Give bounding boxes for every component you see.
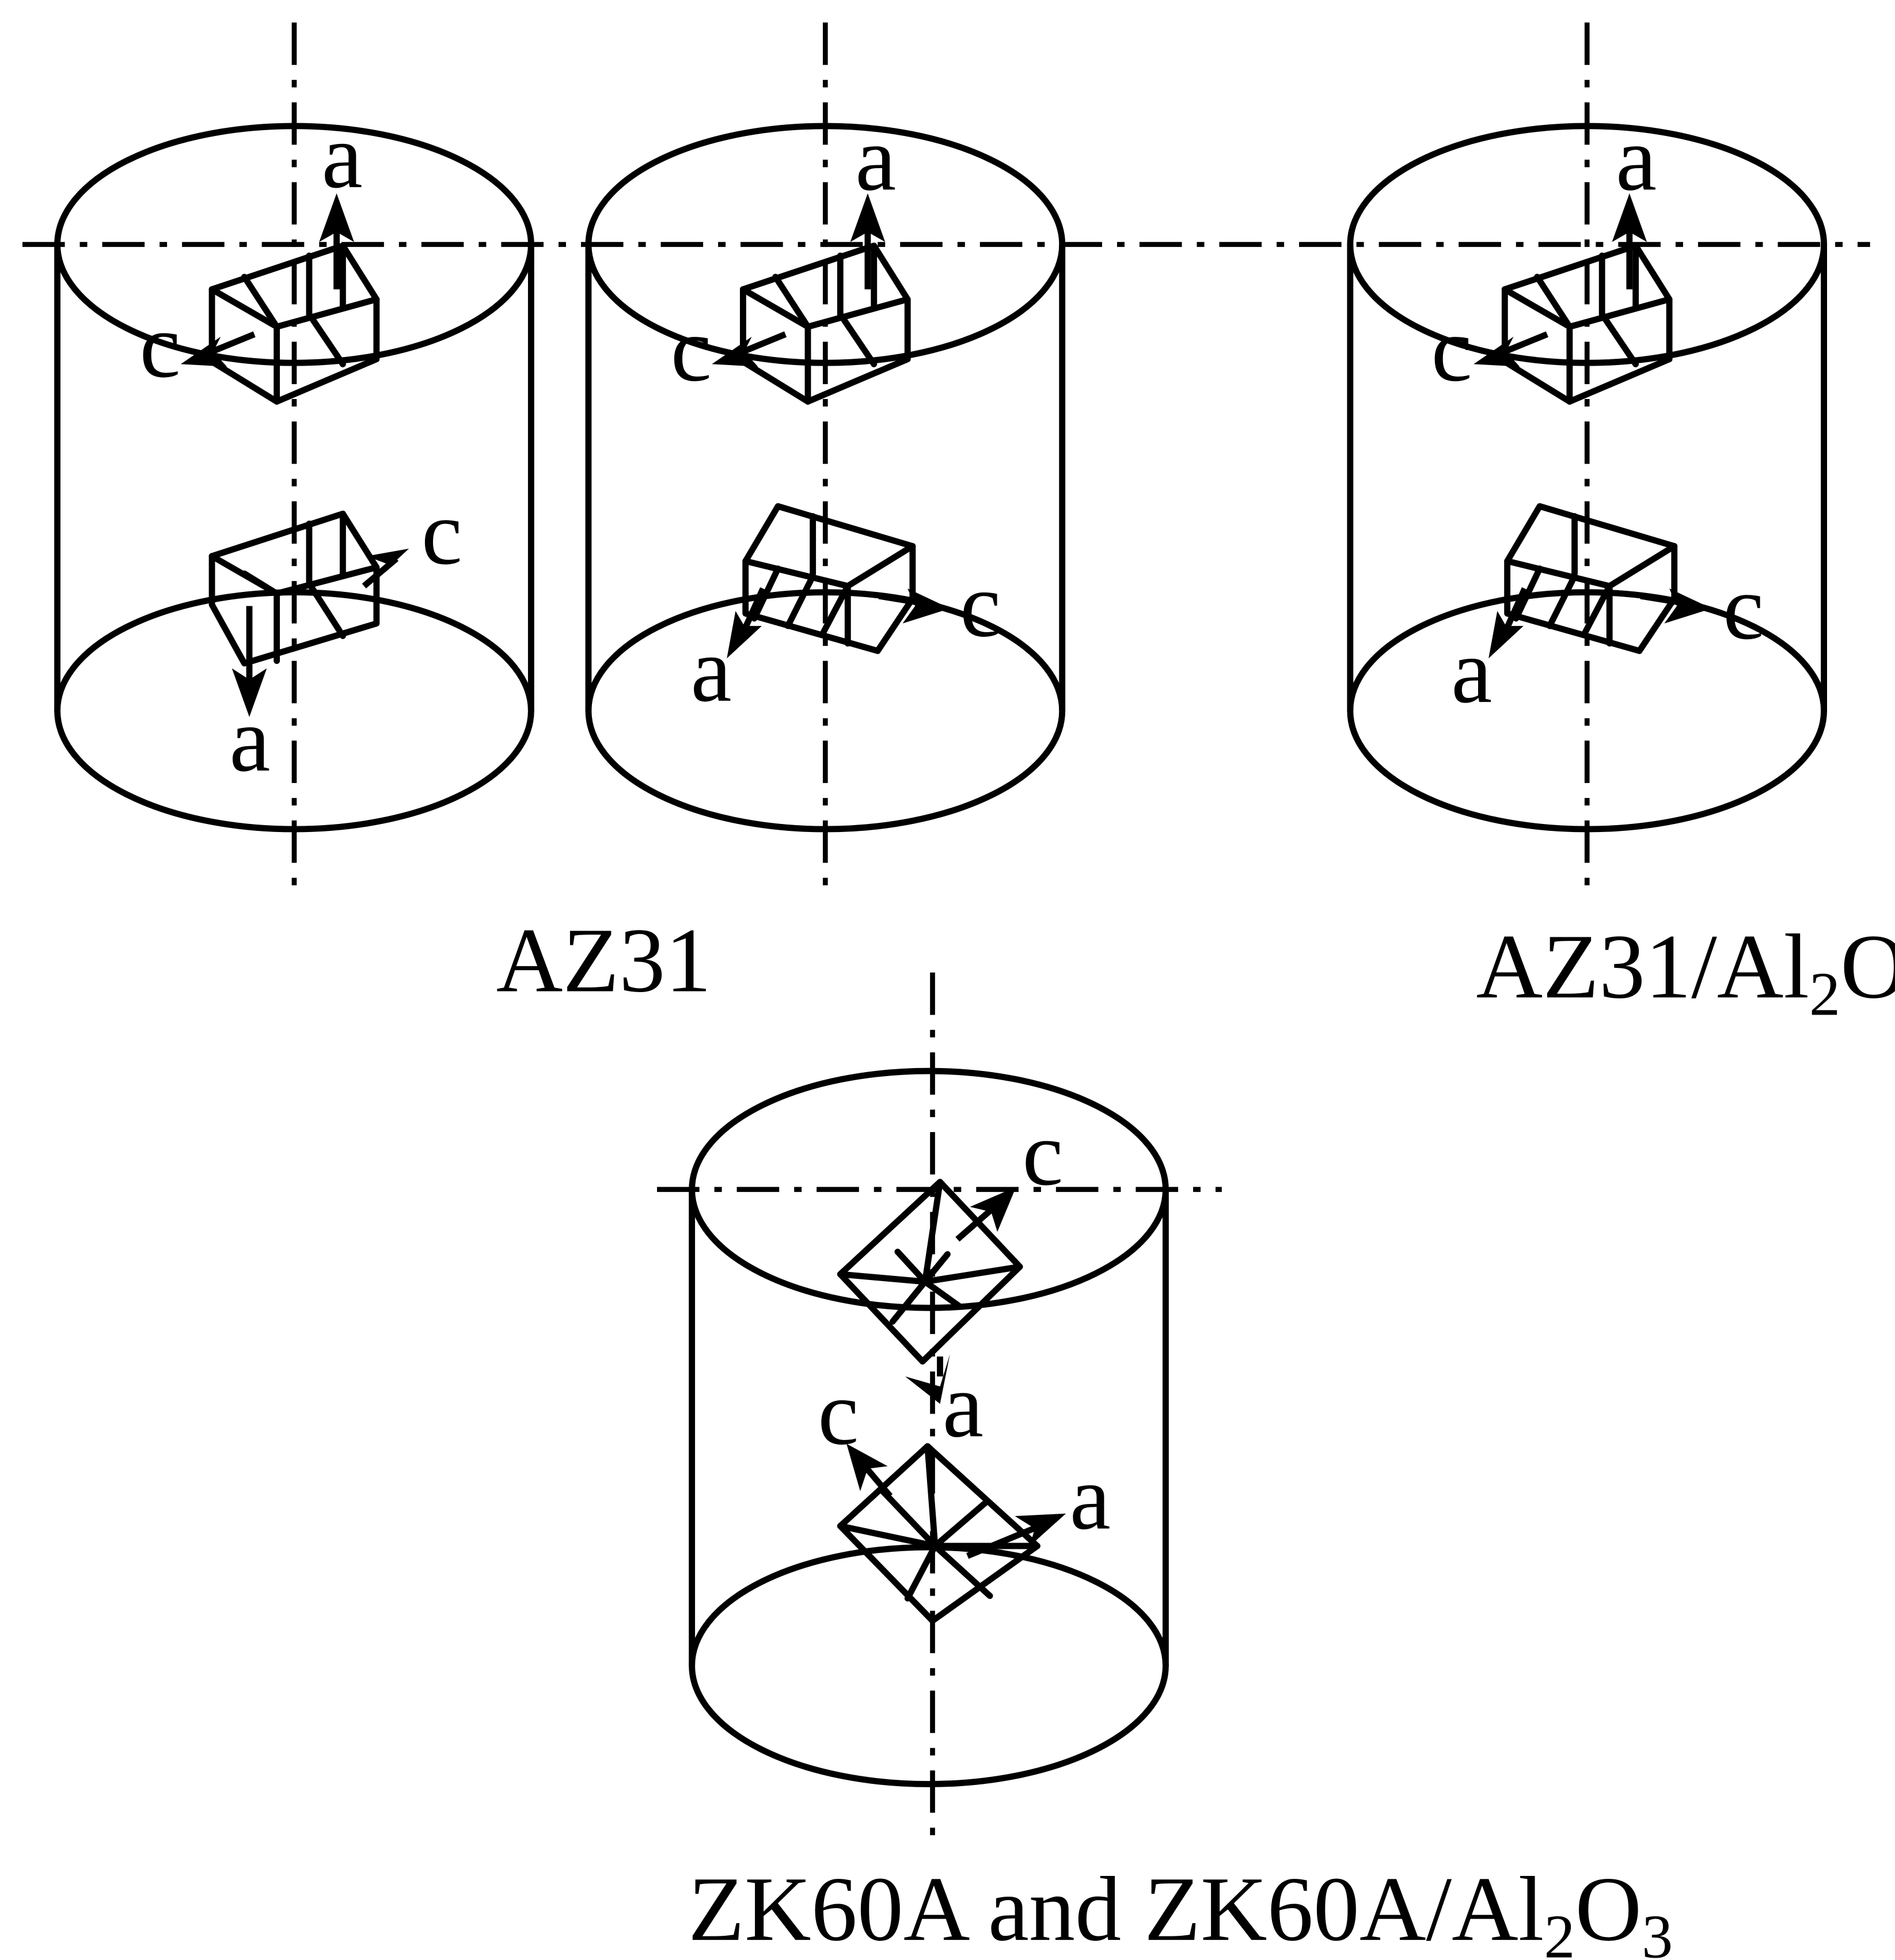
panel-az31-middle: a c c a bbox=[585, 22, 1066, 901]
axis-label-c: c bbox=[421, 481, 462, 584]
axis-label-c: c bbox=[139, 294, 180, 397]
axis-label-c: c bbox=[1022, 1102, 1063, 1205]
axis-label-a: a bbox=[1451, 620, 1492, 722]
a-axis-arrow bbox=[231, 606, 267, 717]
axis-label-a: a bbox=[322, 105, 363, 207]
caption-az31: AZ31 bbox=[496, 909, 712, 1011]
a-axis-arrow bbox=[905, 1354, 950, 1404]
axis-label-c: c bbox=[960, 553, 1001, 656]
axis-label-a: a bbox=[1070, 1446, 1111, 1549]
axis-label-a: a bbox=[690, 618, 731, 721]
c-axis-arrow bbox=[1474, 331, 1548, 367]
hcp-crystal-bottom bbox=[742, 503, 916, 654]
a-axis-arrow bbox=[319, 193, 354, 290]
hcp-crystal-bottom bbox=[1504, 503, 1678, 654]
hcp-crystal-top bbox=[837, 1179, 1023, 1365]
c-axis-arrow bbox=[846, 1444, 893, 1498]
panel-az31-left: a c c a bbox=[54, 22, 534, 888]
panel-az31-al2o3: a c c a bbox=[1347, 22, 1828, 901]
c-axis-arrow bbox=[878, 588, 950, 624]
caption-zk60a: ZK60A and ZK60A/Al2O3 bbox=[688, 1858, 1673, 1960]
c-axis-arrow bbox=[362, 548, 409, 588]
axis-label-a: a bbox=[229, 688, 270, 791]
c-axis-arrow bbox=[1640, 588, 1712, 624]
a-axis-arrow bbox=[1612, 193, 1647, 290]
axis-label-c: c bbox=[818, 1361, 859, 1464]
axis-label-c: c bbox=[671, 298, 712, 401]
caption-az31-al2o3: AZ31/Al2O3 bbox=[1476, 915, 1895, 1028]
cylinder bbox=[689, 1068, 1169, 1787]
axis-label-a: a bbox=[1616, 107, 1657, 210]
c-axis-arrow bbox=[712, 331, 787, 367]
a-axis-arrow bbox=[727, 587, 766, 659]
a-axis-arrow bbox=[1488, 587, 1528, 659]
axis-label-c: c bbox=[1723, 556, 1764, 659]
axis-label-c: c bbox=[1431, 298, 1472, 401]
hcp-crystal-bottom bbox=[208, 510, 380, 667]
c-axis-arrow bbox=[955, 1187, 1016, 1242]
panel-zk60a: c a c a bbox=[657, 973, 1222, 1845]
axis-label-a: a bbox=[943, 1354, 983, 1456]
a-axis-arrow bbox=[966, 1513, 1066, 1559]
a-axis-arrow bbox=[850, 193, 886, 290]
c-axis-arrow bbox=[180, 331, 256, 367]
axis-label-a: a bbox=[855, 107, 896, 210]
